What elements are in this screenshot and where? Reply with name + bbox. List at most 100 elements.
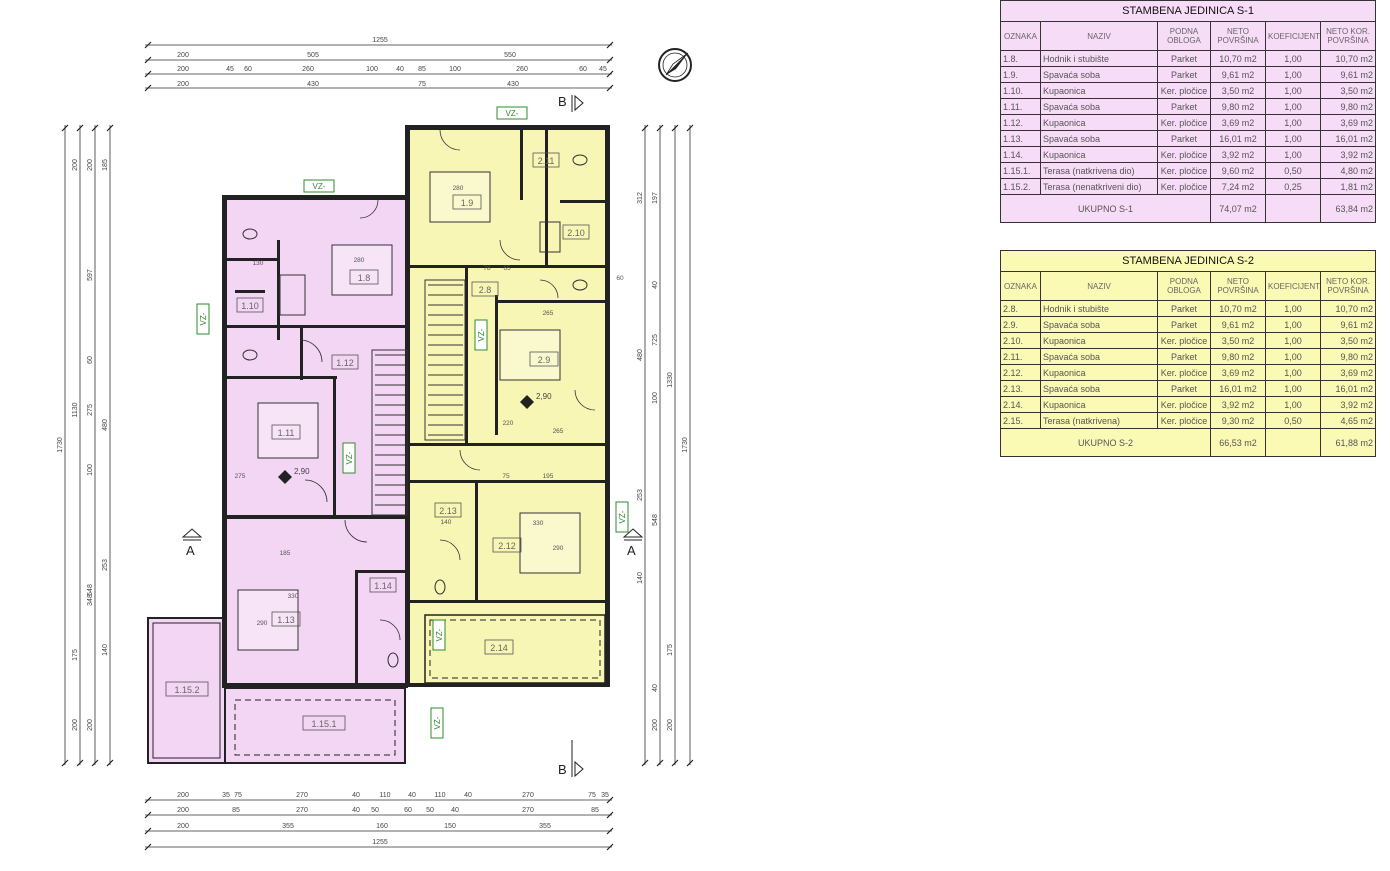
cell-neto-kor: 9,61 m2 xyxy=(1319,316,1377,333)
svg-text:110: 110 xyxy=(434,792,445,799)
cell-koef: 1,00 xyxy=(1265,380,1321,397)
cell-oznaka: 1.9. xyxy=(1000,66,1041,83)
total-net: 74,07 m2 xyxy=(1210,194,1266,223)
svg-text:200: 200 xyxy=(667,719,674,731)
cell-koef: 1,00 xyxy=(1265,66,1321,83)
svg-text:312: 312 xyxy=(637,192,644,204)
cell-obloga: Ker. pločice xyxy=(1157,396,1211,413)
cell-oznaka: 2.14. xyxy=(1000,396,1041,413)
terraces xyxy=(147,614,606,764)
dim-tick xyxy=(106,759,114,767)
cell-neto-kor: 4,80 m2 xyxy=(1319,162,1377,179)
dim-tick xyxy=(606,811,614,819)
cell-neto: 9,30 m2 xyxy=(1210,412,1266,429)
cell-oznaka: 1.10. xyxy=(1000,82,1041,99)
cell-neto-kor: 9,80 m2 xyxy=(1319,98,1377,115)
beds xyxy=(237,171,581,651)
svg-text:200: 200 xyxy=(72,719,79,731)
room-label: 2.8 xyxy=(479,285,492,295)
cell-obloga: Ker. pločice xyxy=(1157,114,1211,131)
dimension-ticks xyxy=(61,41,694,851)
dim-tick xyxy=(641,759,649,767)
height-label: 2,90 xyxy=(536,392,552,401)
svg-text:50: 50 xyxy=(426,807,434,814)
room-label: 1.8 xyxy=(358,273,371,283)
table-row: 1.15.1.Terasa (natkrivena dio)Ker. ploči… xyxy=(1000,162,1377,179)
svg-text:75: 75 xyxy=(234,792,242,799)
svg-text:B: B xyxy=(558,94,567,109)
svg-text:140: 140 xyxy=(441,519,452,526)
section-marks: A A B B xyxy=(181,94,644,778)
col-header: NETO POVRŠINA xyxy=(1210,21,1266,51)
cell-neto-kor: 3,92 m2 xyxy=(1319,146,1377,163)
svg-text:270: 270 xyxy=(296,792,308,799)
cell-neto: 3,92 m2 xyxy=(1210,146,1266,163)
svg-text:280: 280 xyxy=(453,185,464,192)
dim-tick xyxy=(671,124,679,132)
col-header: KOEFICIJENT xyxy=(1265,21,1321,51)
svg-text:290: 290 xyxy=(257,620,268,627)
svg-text:78: 78 xyxy=(483,265,491,272)
dim-total-top: 1255 xyxy=(372,37,388,44)
svg-text:548: 548 xyxy=(87,584,94,596)
cell-oznaka: 2.12. xyxy=(1000,364,1041,381)
svg-text:40: 40 xyxy=(396,66,404,73)
cell-oznaka: 1.15.2. xyxy=(1000,178,1041,195)
cell-koef: 0,50 xyxy=(1265,412,1321,429)
col-header: NAZIV xyxy=(1040,271,1158,301)
cell-obloga: Parket xyxy=(1157,380,1211,397)
col-header: OZNAKA xyxy=(1000,21,1041,51)
cell-neto: 9,80 m2 xyxy=(1210,348,1266,365)
dim-tick xyxy=(144,70,152,78)
svg-text:45: 45 xyxy=(599,66,607,73)
svg-text:75: 75 xyxy=(418,81,426,88)
svg-text:550: 550 xyxy=(504,52,516,59)
svg-text:185: 185 xyxy=(280,550,291,557)
cell-koef: 1,00 xyxy=(1265,130,1321,147)
svg-text:1130: 1130 xyxy=(72,402,79,417)
svg-text:60: 60 xyxy=(404,807,412,814)
cell-obloga: Parket xyxy=(1157,316,1211,333)
cell-oznaka: 1.13. xyxy=(1000,130,1041,147)
section-mark-a-right: A xyxy=(622,528,644,558)
svg-text:348: 348 xyxy=(87,594,94,606)
dim-tick xyxy=(61,124,69,132)
room-label: 2.14 xyxy=(490,643,508,653)
cell-neto-kor: 4,65 m2 xyxy=(1319,412,1377,429)
section-mark-b-bottom: B xyxy=(558,740,584,778)
cell-neto-kor: 9,61 m2 xyxy=(1319,66,1377,83)
cell-koef: 1,00 xyxy=(1265,396,1321,413)
cell-obloga: Parket xyxy=(1157,66,1211,83)
cell-obloga: Ker. pločice xyxy=(1157,146,1211,163)
svg-text:100: 100 xyxy=(652,392,659,404)
svg-text:195: 195 xyxy=(543,473,554,480)
floor-plan: 1255 200 505 550 200 45 60 260 100 40 85… xyxy=(57,37,694,851)
section-mark-a-left: A xyxy=(181,528,203,558)
cell-obloga: Parket xyxy=(1157,50,1211,67)
svg-text:75: 75 xyxy=(502,473,510,480)
dim-tick xyxy=(144,843,152,851)
svg-text:110: 110 xyxy=(379,792,390,799)
door-swings xyxy=(299,129,596,641)
col-header: NAZIV xyxy=(1040,21,1158,51)
cell-neto-kor: 3,50 m2 xyxy=(1319,82,1377,99)
svg-text:35: 35 xyxy=(601,792,609,799)
svg-text:175: 175 xyxy=(667,644,674,656)
cell-naziv: Terasa (nenatkriveni dio) xyxy=(1040,178,1158,195)
total-label: UKUPNO S-2 xyxy=(1000,428,1211,457)
cell-obloga: Ker. pločice xyxy=(1157,82,1211,99)
svg-text:355: 355 xyxy=(539,823,551,830)
cell-neto-kor: 3,92 m2 xyxy=(1319,396,1377,413)
cell-obloga: Parket xyxy=(1157,98,1211,115)
cell-neto-kor: 10,70 m2 xyxy=(1319,50,1377,67)
dim-tick xyxy=(106,124,114,132)
vz-tag: VZ- xyxy=(435,628,444,641)
table-row: 1.15.2.Terasa (nenatkriveni dio)Ker. plo… xyxy=(1000,178,1377,195)
